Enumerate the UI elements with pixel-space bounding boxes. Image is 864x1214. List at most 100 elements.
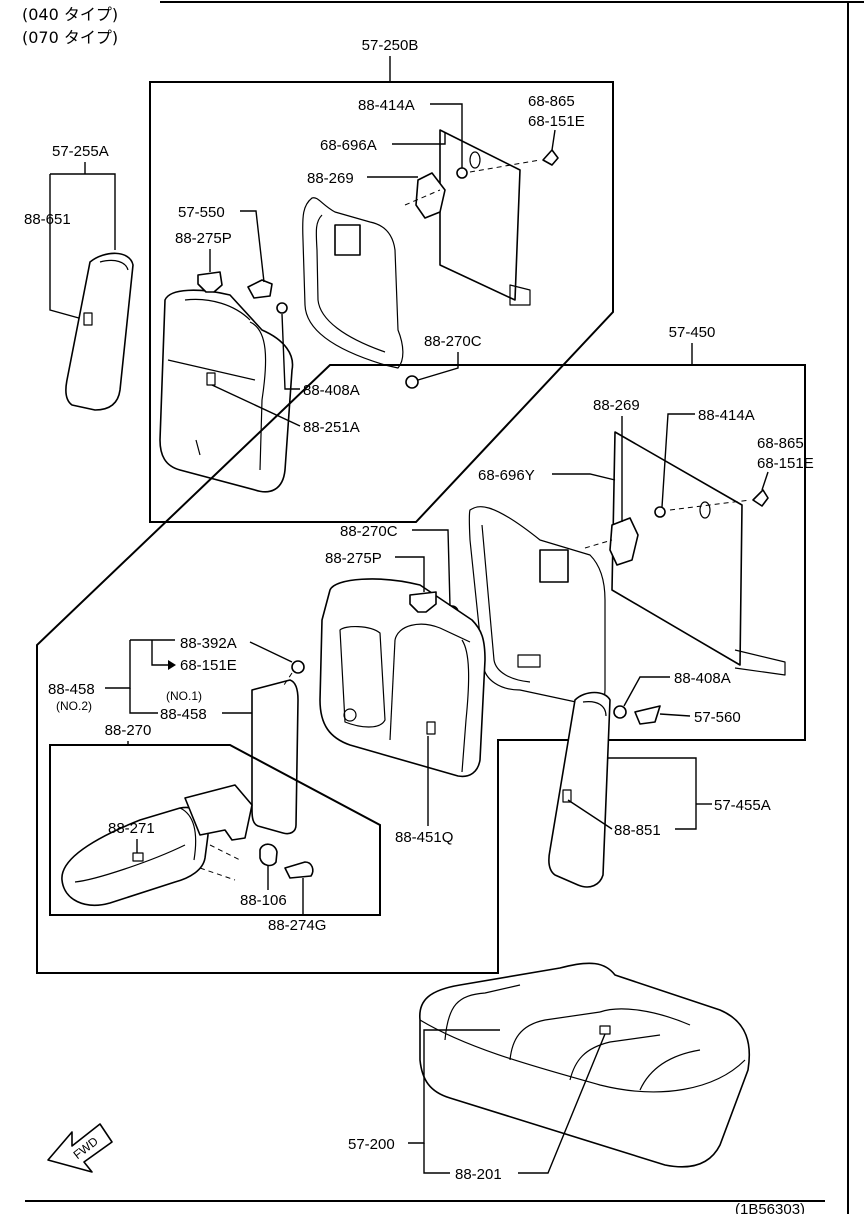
label-88-270C: 88-270C	[424, 333, 482, 350]
bracket-57-550	[247, 279, 273, 299]
label-57-560: 57-560	[694, 709, 741, 726]
label-88-271: 88-271	[108, 820, 155, 837]
clip-88-270C-1	[405, 375, 419, 389]
label-88-275P-2: 88-275P	[325, 550, 382, 567]
leader	[249, 641, 293, 663]
leader	[659, 713, 691, 717]
leader	[408, 1107, 425, 1144]
assembly-box-88-270	[49, 744, 381, 916]
reference-number: (1B56303)	[735, 1201, 805, 1214]
header-type-070: (070 タイプ)	[22, 28, 118, 47]
leader	[608, 757, 697, 830]
bolt-68-865-2	[752, 489, 769, 507]
side-bolster-57-255A	[65, 252, 134, 411]
leader	[761, 471, 769, 491]
dash	[199, 867, 236, 881]
armrest-88-270	[61, 806, 209, 907]
label-68-151E: 68-151E	[528, 113, 585, 130]
leader	[129, 688, 158, 714]
assembly-box-57-250B	[149, 81, 614, 523]
label-88-414A: 88-414A	[358, 97, 415, 114]
leader	[417, 352, 459, 381]
label-88-275P: 88-275P	[175, 230, 232, 247]
label-88-270C-2: 88-270C	[340, 523, 398, 540]
back-board-2	[611, 431, 786, 676]
nut-88-414A-1	[456, 167, 468, 179]
label-88-458-no1: (NO.1)	[166, 689, 202, 703]
label-57-255A: 57-255A	[52, 143, 109, 160]
bushing-88-106	[259, 843, 278, 867]
label-88-458-b: 88-458	[160, 706, 207, 723]
label-88-201: 88-201	[455, 1166, 502, 1183]
dash	[209, 844, 241, 861]
leader	[395, 556, 425, 592]
label-88-408A: 88-408A	[303, 382, 360, 399]
seatback-frame-1	[302, 197, 404, 369]
hinge-88-269-1	[415, 172, 446, 219]
leader	[423, 1143, 450, 1174]
leader	[623, 676, 670, 707]
screw-88-392A	[291, 660, 305, 674]
label-68-696Y: 68-696Y	[478, 467, 535, 484]
label-88-274G: 88-274G	[268, 917, 326, 934]
leader	[281, 313, 300, 390]
dash	[669, 499, 751, 511]
label-88-270: 88-270	[105, 722, 152, 739]
dash	[469, 159, 541, 173]
headrest-guide-2	[409, 591, 437, 613]
assembly-box-57-450	[36, 364, 806, 974]
nut-88-414A-2	[654, 506, 666, 518]
label-57-450: 57-450	[669, 324, 716, 341]
leader	[240, 210, 265, 283]
bracket-57-560	[634, 705, 661, 725]
label-88-458-no2: (NO.2)	[56, 699, 92, 713]
label-57-455A: 57-455A	[714, 797, 771, 814]
label-88-392A: 88-392A	[180, 635, 237, 652]
side-bolster-57-455A	[548, 691, 611, 888]
label-88-408A-2: 88-408A	[674, 670, 731, 687]
label-88-651: 88-651	[24, 211, 71, 228]
label-68-151E-3: 68-151E	[180, 657, 237, 674]
screw-88-274G	[284, 861, 314, 879]
label-88-458-a: 88-458	[48, 681, 95, 698]
header-type-040: (040 タイプ)	[22, 5, 118, 24]
label-88-414A-2: 88-414A	[698, 407, 755, 424]
leader	[518, 1033, 606, 1174]
label-88-269: 88-269	[307, 170, 354, 187]
label-88-269-2: 88-269	[593, 397, 640, 414]
label-68-865-2: 68-865	[757, 435, 804, 452]
hinge-88-269-2	[609, 517, 639, 566]
label-68-696A: 68-696A	[320, 137, 377, 154]
arrow-68-151E	[168, 660, 176, 670]
leader	[50, 173, 116, 250]
leader	[105, 640, 131, 689]
label-88-851: 88-851	[614, 822, 661, 839]
armrest-lid-88-458	[251, 679, 299, 835]
leader	[151, 640, 168, 666]
back-board-1	[439, 129, 531, 306]
leader	[661, 413, 695, 508]
headrest-guide-1	[197, 271, 223, 293]
label-68-865: 68-865	[528, 93, 575, 110]
label-88-106: 88-106	[240, 892, 287, 909]
label-88-451Q: 88-451Q	[395, 829, 453, 846]
leader	[552, 473, 616, 481]
seatback-frame-2	[468, 506, 606, 706]
leader	[551, 129, 556, 151]
leader	[211, 384, 301, 427]
leader	[567, 799, 613, 830]
label-57-250B: 57-250B	[362, 37, 419, 54]
bolt-88-408A-2	[613, 705, 627, 719]
dash	[281, 672, 293, 689]
leader	[412, 529, 451, 607]
leader	[49, 174, 87, 321]
seat-cushion-57-200	[419, 962, 751, 1168]
dash	[404, 189, 441, 206]
hinge-bracket	[184, 784, 253, 841]
leader	[392, 132, 446, 145]
forward-arrow-icon: FWD	[47, 1123, 113, 1173]
label-68-151E-2: 68-151E	[757, 455, 814, 472]
leader	[423, 1029, 500, 1107]
label-57-550: 57-550	[178, 204, 225, 221]
